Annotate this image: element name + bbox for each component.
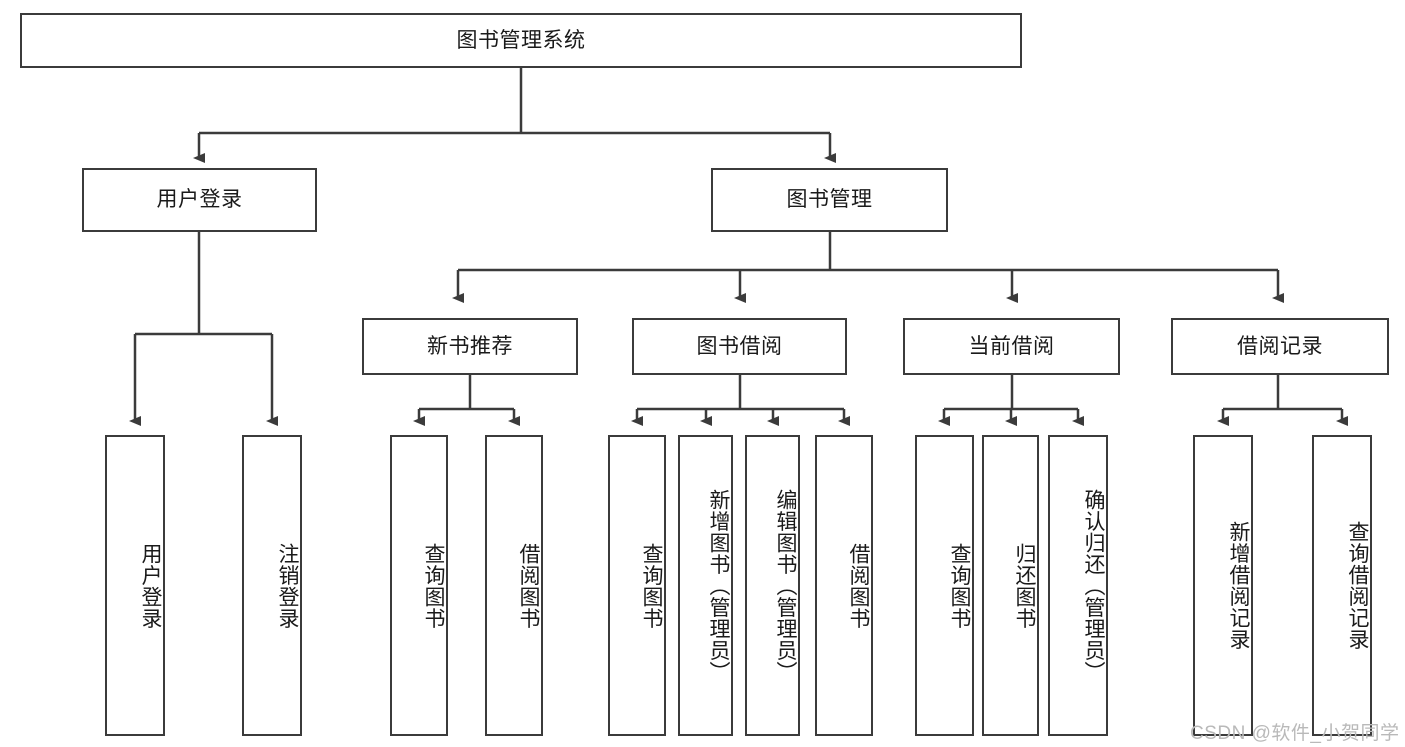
node-book-management[interactable]: 图书管理 xyxy=(711,168,948,232)
leaf-return-book[interactable]: 归还图书 xyxy=(982,435,1039,736)
node-label: 借阅记录 xyxy=(1237,334,1323,358)
leaf-query-book-borrow[interactable]: 查询图书 xyxy=(608,435,666,736)
leaf-confirm-return-admin[interactable]: 确认归还（管理员） xyxy=(1048,435,1108,736)
node-label: 用户登录 xyxy=(156,188,243,212)
node-label: 新增图书（管理员） xyxy=(707,488,730,683)
node-label: 借阅图书 xyxy=(847,542,870,629)
node-label: 新书推荐 xyxy=(427,334,513,358)
node-current-borrow[interactable]: 当前借阅 xyxy=(903,318,1120,375)
node-label: 用户登录 xyxy=(139,542,162,629)
leaf-query-book-recommend[interactable]: 查询图书 xyxy=(390,435,448,736)
node-label: 注销登录 xyxy=(276,542,299,629)
csdn-watermark: CSDN @软件_小贺同学 xyxy=(1190,723,1400,744)
node-label: 图书借阅 xyxy=(696,334,783,358)
node-user-login[interactable]: 用户登录 xyxy=(82,168,317,232)
leaf-borrow-book[interactable]: 借阅图书 xyxy=(815,435,873,736)
node-label: 查询图书 xyxy=(422,542,445,629)
node-book-borrow[interactable]: 图书借阅 xyxy=(632,318,847,375)
node-label: 查询图书 xyxy=(948,542,971,629)
leaf-user-login[interactable]: 用户登录 xyxy=(105,435,165,736)
leaf-add-book-admin[interactable]: 新增图书（管理员） xyxy=(678,435,733,736)
node-label: 图书管理 xyxy=(786,188,873,212)
node-label: 归还图书 xyxy=(1013,542,1036,629)
node-new-book-recommend[interactable]: 新书推荐 xyxy=(362,318,578,375)
node-label: 图书管理系统 xyxy=(456,28,586,52)
node-borrow-record[interactable]: 借阅记录 xyxy=(1171,318,1389,375)
node-label: 当前借阅 xyxy=(968,334,1055,358)
leaf-query-book-current[interactable]: 查询图书 xyxy=(915,435,974,736)
leaf-query-borrow-record[interactable]: 查询借阅记录 xyxy=(1312,435,1372,736)
leaf-logout[interactable]: 注销登录 xyxy=(242,435,302,736)
leaf-borrow-book-recommend[interactable]: 借阅图书 xyxy=(485,435,543,736)
leaf-add-borrow-record[interactable]: 新增借阅记录 xyxy=(1193,435,1253,736)
node-label: 查询借阅记录 xyxy=(1346,521,1369,650)
node-label: 查询图书 xyxy=(640,542,663,629)
node-label: 新增借阅记录 xyxy=(1227,521,1250,650)
node-root-library-system[interactable]: 图书管理系统 xyxy=(20,13,1022,68)
leaf-edit-book-admin[interactable]: 编辑图书（管理员） xyxy=(745,435,800,736)
node-label: 编辑图书（管理员） xyxy=(774,488,797,683)
node-label: 确认归还（管理员） xyxy=(1082,488,1105,683)
node-label: 借阅图书 xyxy=(517,542,540,629)
